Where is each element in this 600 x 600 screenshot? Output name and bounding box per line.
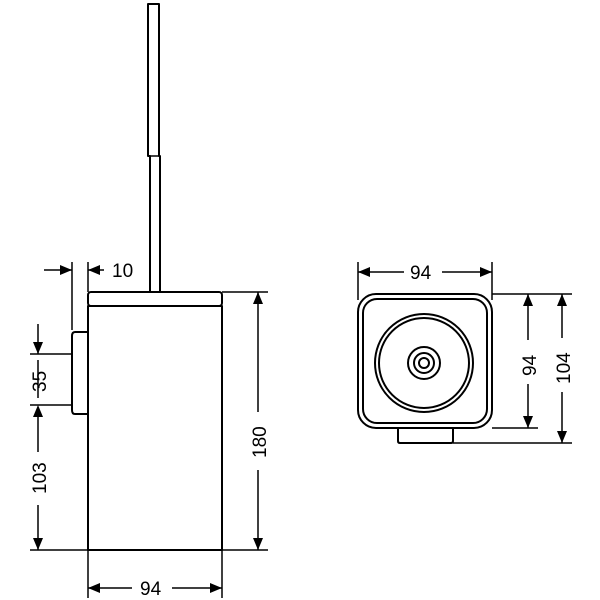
dim-top-depth: 94 — [492, 293, 541, 429]
handle-top-inner — [418, 357, 430, 369]
dim-total-height: 180 — [222, 291, 271, 551]
dim-front-width: 94 — [87, 550, 223, 600]
dim-top-width-label: 94 — [410, 263, 432, 284]
top-outer-body — [357, 293, 493, 429]
dim-bracket-position-label: 103 — [30, 462, 51, 494]
bowl-outer-circle — [374, 313, 474, 413]
holder-lid — [87, 291, 223, 307]
brush-handle — [147, 3, 161, 293]
dim-total-height-label: 180 — [250, 426, 271, 458]
handle-top-outer — [407, 346, 441, 380]
dim-front-width-label: 94 — [140, 579, 162, 600]
holder-body — [87, 305, 223, 551]
dim-top-width: 94 — [357, 262, 493, 300]
top-wall-bracket — [397, 427, 454, 444]
dim-bracket-height-label: 35 — [30, 371, 51, 392]
dim-bracket-position: 103 — [30, 417, 88, 551]
wall-bracket — [71, 331, 89, 415]
dim-top-offset: 10 — [44, 261, 133, 330]
bowl-inner-circle — [378, 317, 470, 409]
dim-top-depth-label: 94 — [520, 354, 541, 376]
top-inner-rim — [362, 298, 488, 424]
dim-top-depth-total: 104 — [453, 293, 575, 444]
front-view: 10 35 103 180 — [30, 3, 271, 600]
dim-top-offset-label: 10 — [112, 261, 133, 282]
top-view: 94 94 104 — [357, 262, 575, 444]
dim-bracket-height: 35 — [30, 324, 72, 417]
dim-top-depth-total-label: 104 — [554, 352, 575, 384]
handle-top-mid — [413, 352, 435, 374]
